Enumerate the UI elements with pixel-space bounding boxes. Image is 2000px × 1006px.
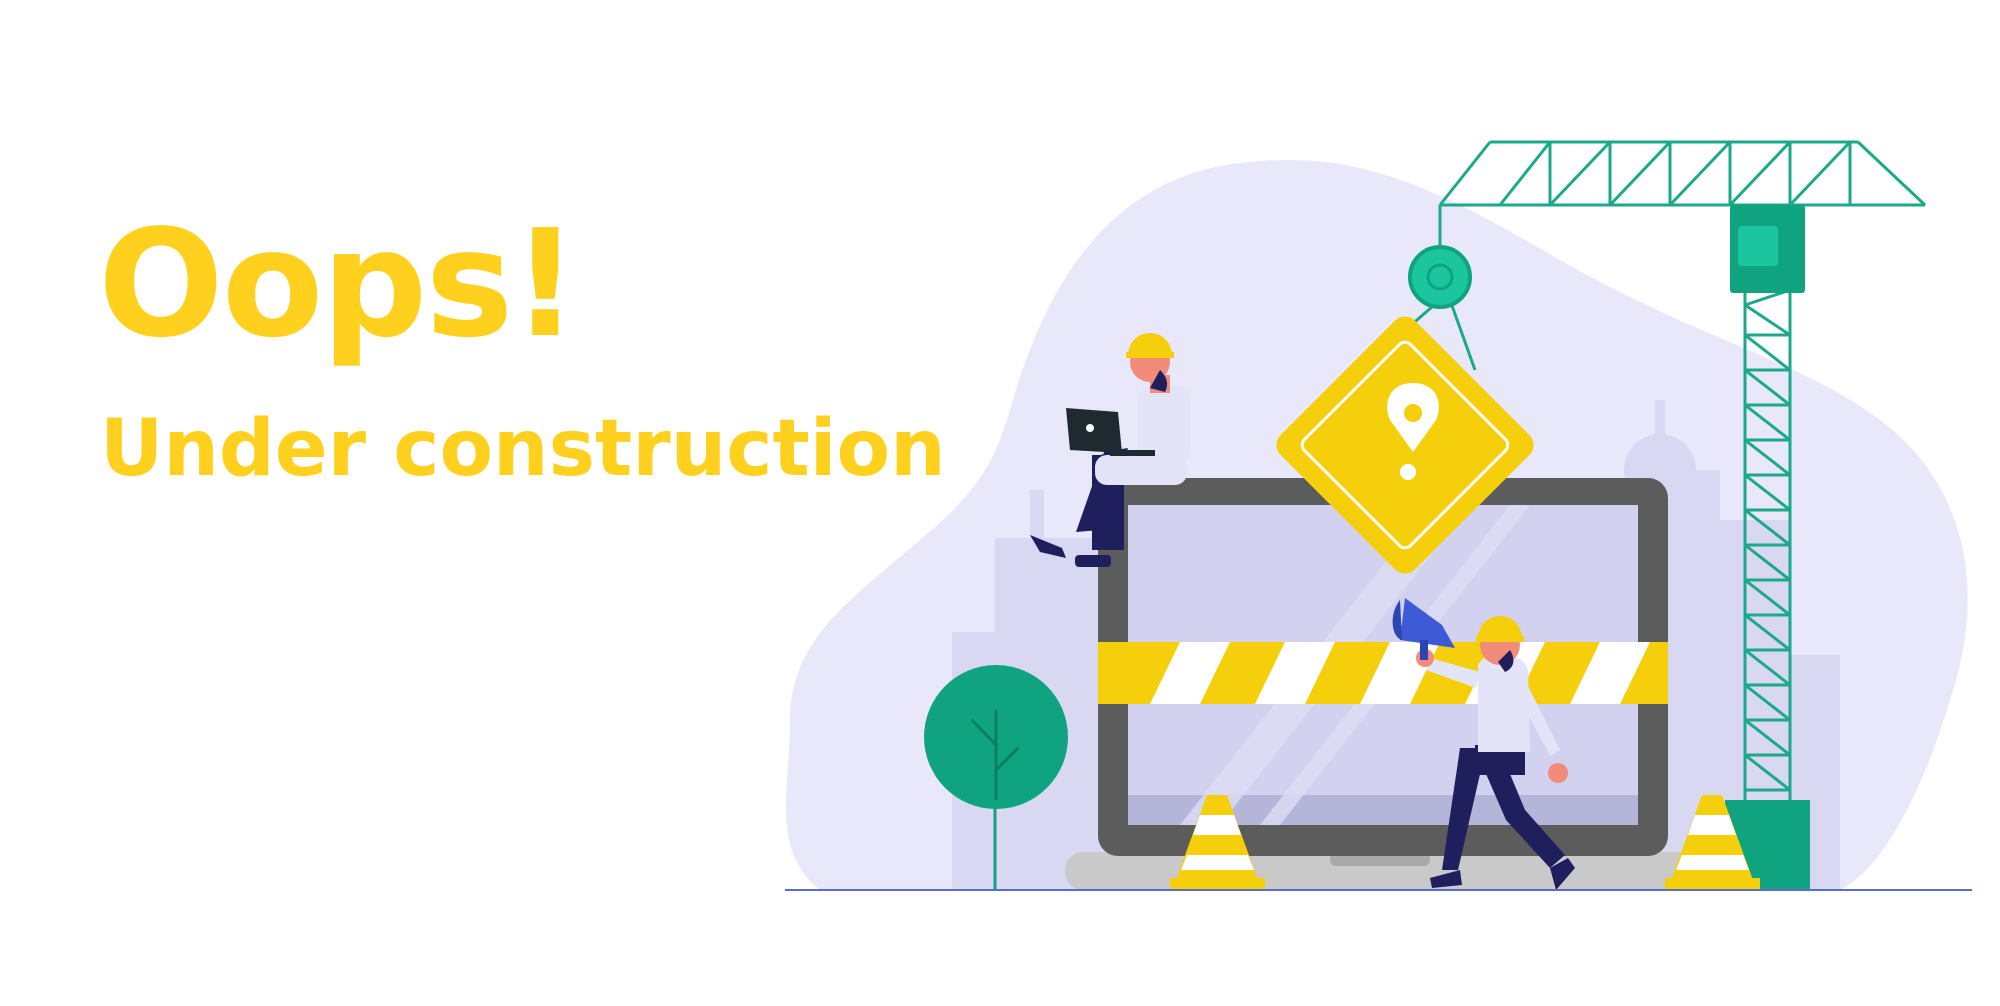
traffic-cone-icon [1665,795,1760,890]
page-subtitle: Under construction [100,404,946,494]
barrier-tape-icon [1098,642,1668,704]
location-pin-icon [1387,383,1439,480]
crane-icon [1364,140,1927,805]
worker-with-laptop-icon [1030,333,1190,567]
page-title: Oops! [98,198,579,370]
warning-sign-icon [1276,316,1534,574]
tree-icon [924,665,1068,890]
traffic-cone-icon [1170,795,1265,890]
megaphone-icon [1392,598,1455,660]
crane-hook-pulley [1408,245,1472,309]
